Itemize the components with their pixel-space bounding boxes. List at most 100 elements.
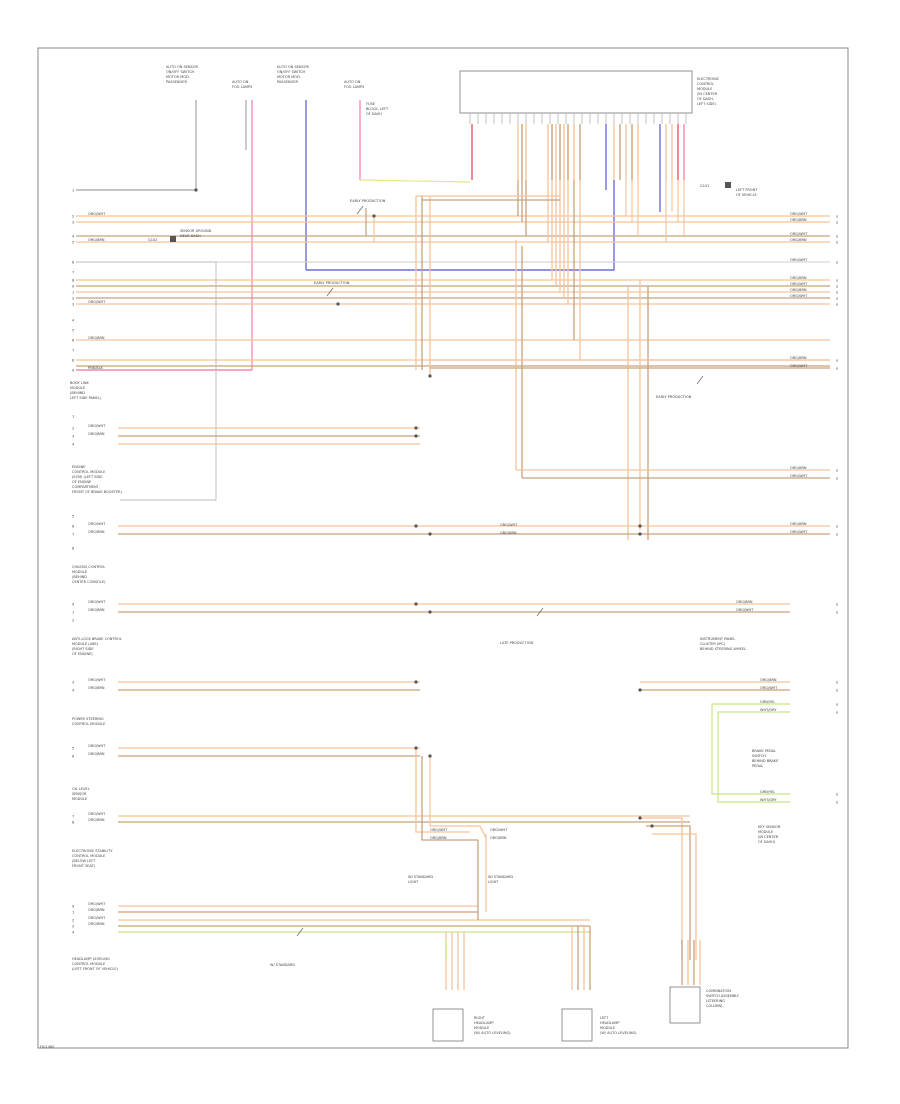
callout-leader [326, 287, 334, 297]
splice-dot [428, 374, 432, 378]
wire-color-label-white: WHT/GRY [760, 798, 777, 802]
wire-color-label-mid: ORG/WHT [500, 523, 518, 527]
top-fuse-group: AUTO ON SENSOR ON/OFF SWITCH MOTOR MOD. … [166, 65, 389, 116]
wire-color-label-right: ORG/BRN [790, 288, 807, 292]
connector-pin-right: o [836, 477, 838, 481]
connector-pin-number: 5 [72, 515, 74, 519]
svg-text:CHASSIS CONTROL: CHASSIS CONTROL [72, 565, 105, 569]
callout-label-3: EARLY PRODUCTION [656, 395, 692, 399]
svg-text:MODULE: MODULE [697, 87, 712, 91]
wire-color-label-right: ORG/BRN [790, 218, 807, 222]
svg-text:LEFT SIDE): LEFT SIDE) [697, 102, 717, 106]
top-control-module-label: ELECTRONIC CONTROL MODULE (IN CENTER OF … [697, 77, 720, 106]
svg-text:ENGINE: ENGINE [72, 465, 85, 469]
svg-text:HEADLAMP: HEADLAMP [474, 1021, 494, 1025]
svg-text:SENSOR: SENSOR [72, 792, 87, 796]
splice-dot [414, 426, 418, 430]
svg-text:AUTO ON: AUTO ON [232, 80, 249, 84]
svg-text:OF DASH,: OF DASH, [697, 97, 714, 101]
svg-text:MODULE: MODULE [600, 1026, 615, 1030]
svg-text:FOG LAMPS: FOG LAMPS [232, 85, 253, 89]
connector-pin-number: 1 [72, 611, 74, 615]
connector-pin-right: o [836, 681, 838, 685]
svg-text:COMPARTMENT,: COMPARTMENT, [72, 485, 100, 489]
diagram-footer-code: F0/1/WS [40, 1045, 55, 1049]
switch-run-1 [640, 817, 683, 960]
connector-pin-number: 3 [72, 925, 74, 929]
combination-switch-box [669, 986, 701, 1024]
svg-text:(BEHIND: (BEHIND [70, 391, 85, 395]
connector-pin-right: o [836, 801, 838, 805]
connector-pin-right: o [836, 525, 838, 529]
connector-pin-number: 9 [72, 285, 74, 289]
wire-color-label: ORG/BRN [88, 432, 105, 436]
wire-color-label-right: ORG/WHT [790, 530, 808, 534]
connector-pin-number: 3 [72, 221, 74, 225]
connector-pin-right: o [836, 703, 838, 707]
connector-pin-number: 9 [72, 369, 74, 373]
splice-dot [428, 532, 432, 536]
connector-pin-number: 6 [72, 339, 74, 343]
callout-label-1: EARLY PRODUCTION [350, 199, 386, 203]
connector-pin-number: 2 [72, 427, 74, 431]
wire-color-label-pink: PNK/BLK [88, 366, 104, 370]
top-module-pins [469, 113, 687, 124]
splice-dot [638, 532, 642, 536]
wire-color-label-mid: ORG/WHT [490, 828, 508, 832]
svg-text:(ECM) (LEFT SIDE: (ECM) (LEFT SIDE [72, 475, 102, 479]
svg-text:ELECTRONIC STABILITY: ELECTRONIC STABILITY [72, 849, 113, 853]
blue-run [306, 180, 615, 271]
svg-text:OIL LEVEL: OIL LEVEL [72, 787, 90, 791]
svg-text:BRAKE PEDAL: BRAKE PEDAL [752, 749, 776, 753]
callout-label-4: LATE PRODUCTION [500, 641, 534, 645]
wire-color-label-right: ORG/BRN [760, 678, 777, 682]
svg-text:BEHIND STEERING WHEEL: BEHIND STEERING WHEEL [700, 647, 746, 651]
svg-text:RIGHT: RIGHT [474, 1016, 486, 1020]
wire-color-label-right: ORG/WHT [760, 686, 778, 690]
svg-text:MODULE: MODULE [474, 1026, 489, 1030]
wire-color-label: ORG/BRN [88, 530, 105, 534]
connector-pin-number: 4 [72, 319, 75, 323]
svg-text:OF DASH: OF DASH [366, 112, 382, 116]
splice-dot [638, 688, 642, 692]
splice-dot [414, 680, 418, 684]
wire-color-label-right: ORG/WHT [790, 474, 808, 478]
svg-text:CONTROL MODULE: CONTROL MODULE [72, 470, 105, 474]
wire-color-label-right: ORG/BRN [790, 356, 807, 360]
splice-dot [372, 214, 376, 218]
connector-pin-number: 7 [72, 349, 74, 353]
svg-text:(BELOW LEFT: (BELOW LEFT [72, 859, 96, 863]
svg-text:OF DASH): OF DASH) [758, 840, 776, 844]
wire-color-label: ORG/BRN [88, 608, 105, 612]
wire-color-label: ORG/BRN [88, 238, 105, 242]
callout-label-7: W/ STANDARD [270, 963, 295, 967]
svg-text:CONTROL: CONTROL [697, 82, 714, 86]
svg-text:SWITCH ASSEMBLY: SWITCH ASSEMBLY [706, 994, 740, 998]
connector-pin-number: 7 [72, 533, 74, 537]
connector-pin-number: 8 [72, 359, 74, 363]
svg-text:G101: G101 [700, 184, 709, 188]
splice-dot [638, 524, 642, 528]
svg-text:(IN CENTER: (IN CENTER [697, 92, 718, 96]
svg-text:(W/ AUTO LEVELING): (W/ AUTO LEVELING) [474, 1031, 511, 1035]
connector-pin-number: 4 [72, 235, 75, 239]
green-loop-2 [717, 711, 790, 803]
wire-color-label-right: ORG/BRN [790, 522, 807, 526]
svg-text:OF ENGINE): OF ENGINE) [72, 652, 93, 656]
svg-text:COLUMN): COLUMN) [706, 1004, 723, 1008]
connector-pin-number: 2 [72, 919, 74, 923]
left-headlamp-module-box [561, 1008, 593, 1042]
splice-dot [414, 434, 418, 438]
svg-text:W/ STANDARD: W/ STANDARD [488, 875, 513, 879]
svg-text:LIGHT: LIGHT [408, 880, 419, 884]
callout-leader [696, 375, 704, 385]
splice-dot [414, 602, 418, 606]
switch-run-3 [652, 833, 697, 960]
connector-pin-number: 4 [72, 443, 75, 447]
wire-color-label: ORG/BRN [88, 908, 105, 912]
